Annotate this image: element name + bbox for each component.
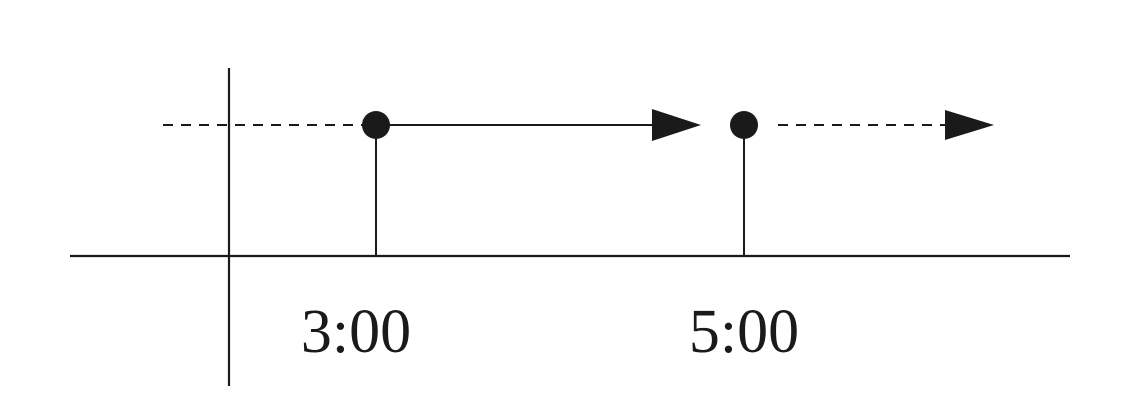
filled-circle-icon (730, 111, 758, 139)
tick-label-3: 3:00 (301, 298, 411, 366)
arrowhead-icon (652, 109, 701, 141)
arrowhead-icon (945, 110, 994, 140)
tick-label-5: 5:00 (689, 298, 799, 366)
filled-circle-icon (362, 111, 390, 139)
